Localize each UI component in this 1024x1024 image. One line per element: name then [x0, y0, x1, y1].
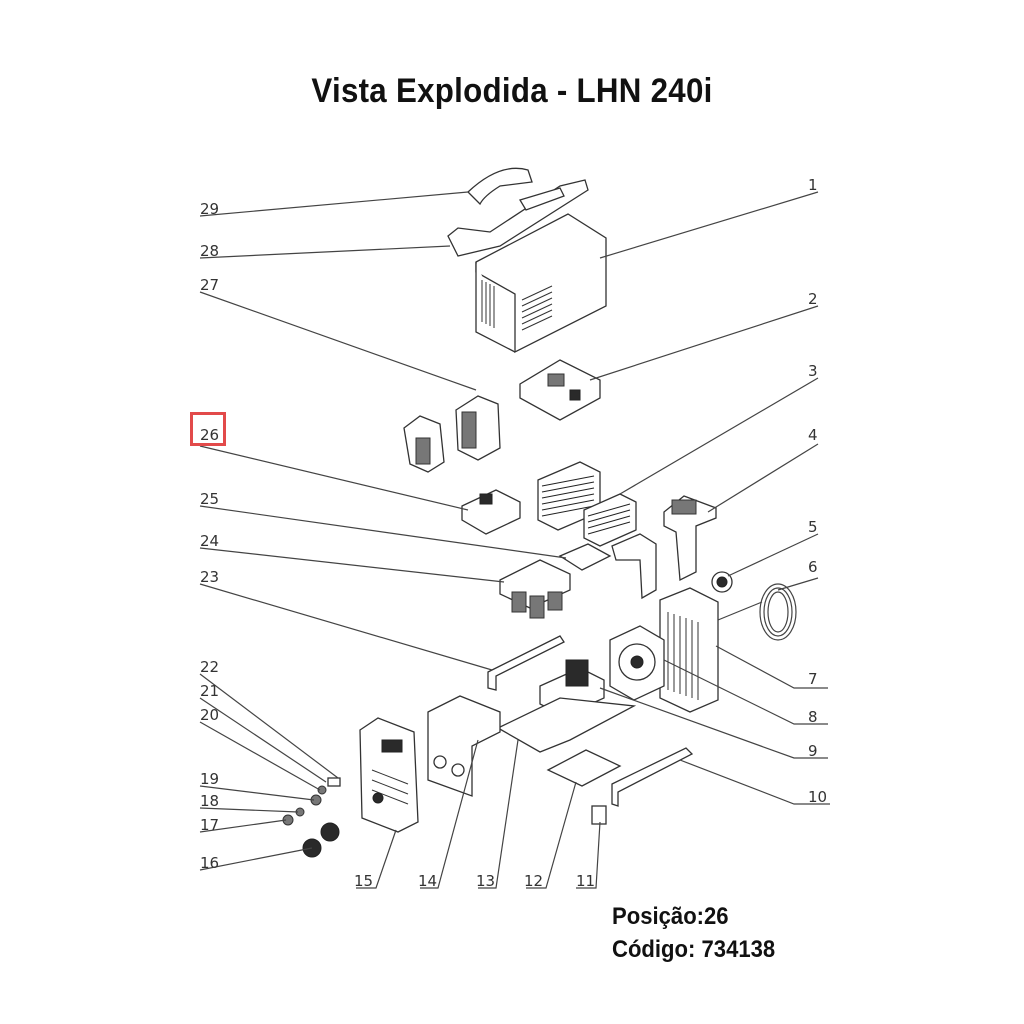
part-handle	[467, 167, 533, 206]
part-rear-bracket	[663, 495, 717, 582]
callout-19: 19	[200, 770, 219, 788]
callout-14: 14	[418, 872, 437, 890]
part-front-frame	[427, 695, 501, 797]
callout-8: 8	[808, 708, 818, 726]
part-support-bar	[487, 635, 565, 691]
part-switch	[591, 805, 607, 825]
part-capacitor-board	[499, 559, 571, 619]
callout-7: 7	[808, 670, 818, 688]
part-info: Posição:26 Código: 734138	[612, 900, 775, 966]
part-rail	[611, 747, 694, 807]
callout-labels: 1 2 3 4 5 6 7 8 9 10 11 12 13 14 15 16 1…	[200, 176, 827, 890]
part-power-board	[461, 489, 521, 535]
callout-21: 21	[200, 682, 219, 700]
callout-28: 28	[200, 242, 219, 260]
callout-16: 16	[200, 854, 219, 872]
callout-24: 24	[200, 532, 219, 550]
part-heatsink	[537, 461, 637, 547]
part-fan	[609, 625, 665, 701]
code-label: Código:	[612, 936, 696, 963]
position-line: Posição:26	[612, 900, 775, 933]
part-cable	[717, 583, 797, 641]
code-value: 734138	[701, 936, 776, 963]
part-small-board	[558, 543, 612, 571]
part-mount-plate	[611, 533, 657, 600]
callout-6: 6	[808, 558, 818, 576]
part-cover	[475, 213, 607, 354]
callout-17: 17	[200, 816, 219, 834]
code-line: Código: 734138	[612, 933, 775, 966]
part-bottom-plate	[546, 749, 622, 787]
callout-2: 2	[808, 290, 818, 308]
callout-18: 18	[200, 792, 219, 810]
part-knobs	[282, 777, 341, 858]
part-bracket	[403, 395, 501, 473]
callout-20: 20	[200, 706, 219, 724]
part-rear-panel	[659, 587, 719, 713]
callout-26: 26	[200, 426, 219, 444]
callout-13: 13	[476, 872, 495, 890]
callout-25: 25	[200, 490, 219, 508]
callout-27: 27	[200, 276, 219, 294]
callout-22: 22	[200, 658, 219, 676]
callout-29: 29	[200, 200, 219, 218]
callout-10: 10	[808, 788, 827, 806]
part-connector	[711, 571, 733, 593]
callout-4: 4	[808, 426, 818, 444]
callout-12: 12	[524, 872, 543, 890]
part-base-plate	[496, 697, 637, 753]
callout-9: 9	[808, 742, 818, 760]
part-front-panel	[359, 717, 419, 833]
page-title: Vista Explodida - LHN 240i	[311, 72, 713, 110]
callout-5: 5	[808, 518, 818, 536]
position-label: Posição:	[612, 903, 705, 930]
part-strap	[447, 179, 589, 257]
position-value: 26	[704, 903, 729, 930]
selected-part-highlight	[190, 412, 226, 446]
callout-3: 3	[808, 362, 818, 380]
leader-lines	[199, 191, 830, 889]
part-control-board	[519, 359, 601, 421]
callout-11: 11	[576, 872, 595, 890]
callout-23: 23	[200, 568, 219, 586]
callout-1: 1	[808, 176, 818, 194]
callout-15: 15	[354, 872, 373, 890]
